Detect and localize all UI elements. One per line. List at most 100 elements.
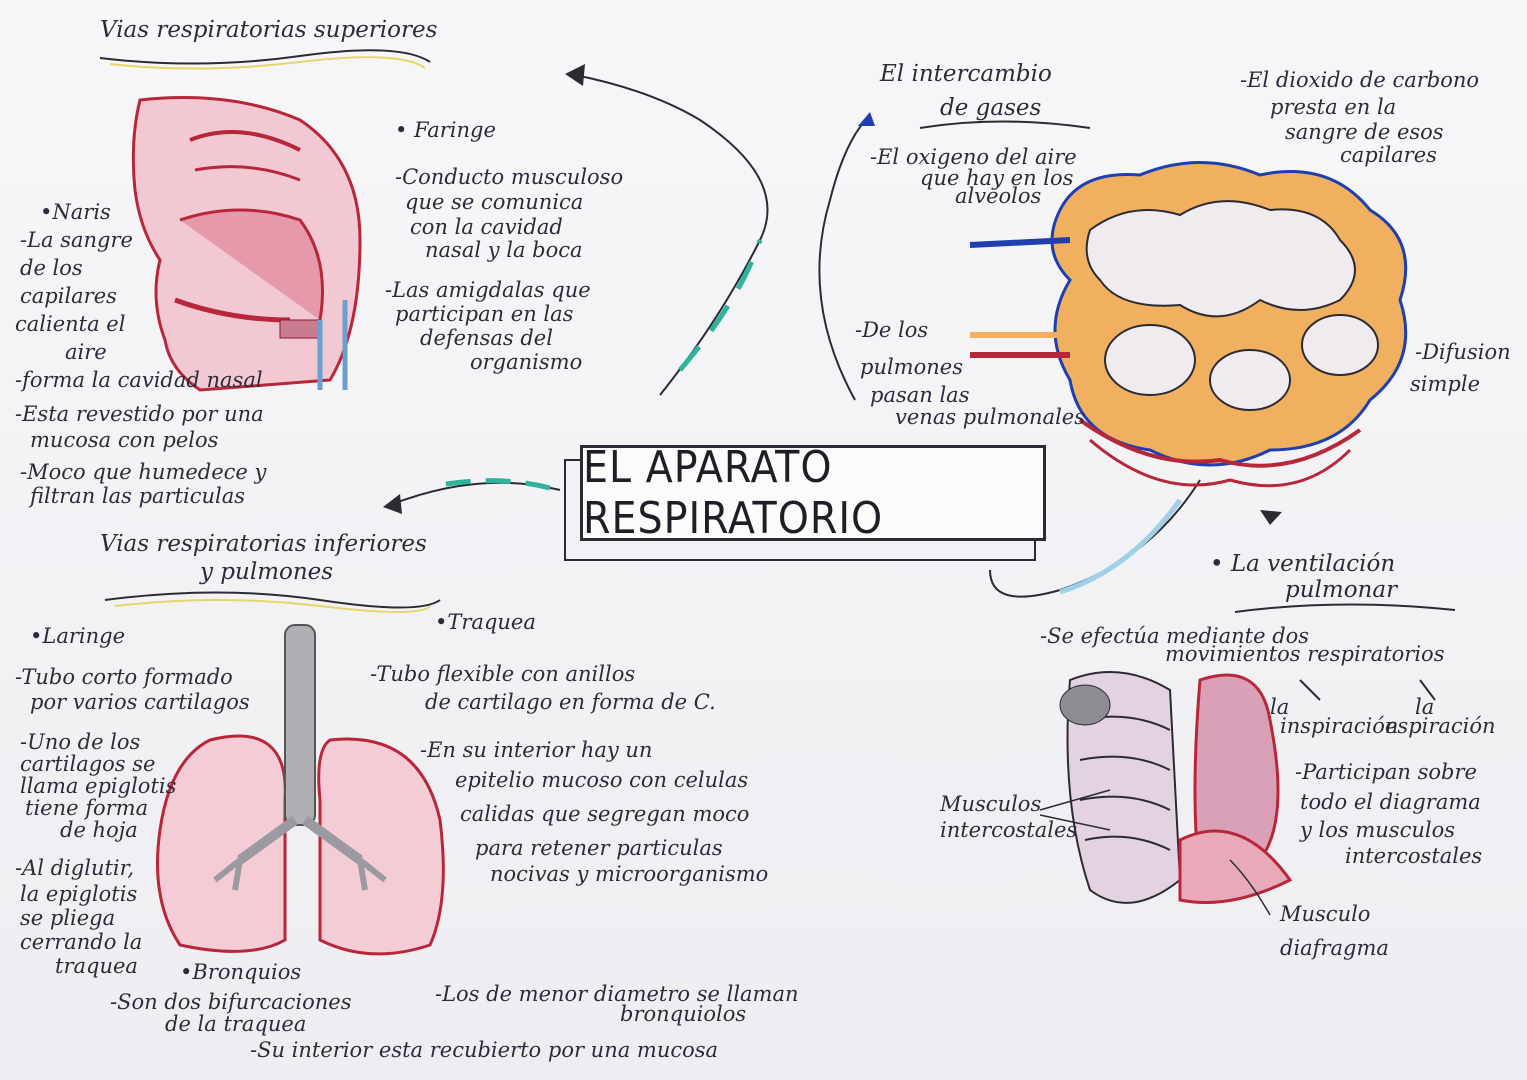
naris-line: aire	[65, 340, 107, 364]
laringe-line: tiene forma	[25, 796, 149, 820]
oxigeno-line: que hay en los	[920, 166, 1074, 190]
ribcage-illustration	[1039, 671, 1436, 916]
pulmones-line: venas pulmonales	[895, 405, 1085, 429]
difusion-line: -Difusion	[1415, 340, 1511, 364]
bronquios-line: de la traquea	[165, 1012, 307, 1036]
pulmones-line: pulmones	[860, 355, 963, 379]
naris-line: -La sangre	[20, 228, 133, 252]
arrow-to-superiores-teal	[678, 239, 763, 372]
arrowhead-intercambio	[858, 112, 875, 126]
musculo-diafragma-label: Musculo	[1280, 902, 1371, 926]
heading-ventilacion: pulmonar	[1285, 577, 1398, 603]
heading-intercambio: de gases	[940, 95, 1042, 121]
naris-line: capilares	[20, 284, 117, 308]
laringe-line: de hoja	[60, 818, 138, 842]
lungs-illustration	[156, 624, 445, 956]
naris-line: -Moco que humedece y	[20, 460, 267, 484]
bronquios-line: -Los de menor diametro se llaman	[435, 982, 799, 1006]
arrow-to-inferiores-teal	[439, 478, 551, 491]
arrowhead-inferiores	[383, 494, 402, 514]
dioxido-line: capilares	[1340, 143, 1437, 167]
bronquios-line: bronquiolos	[620, 1002, 747, 1026]
heading-ventilacion: • La ventilación	[1210, 551, 1396, 577]
espiracion-line: espiración	[1385, 714, 1496, 738]
arrow-to-intercambio	[818, 114, 871, 401]
laringe-line: llama epiglotis	[20, 774, 177, 798]
laringe-title: •Laringe	[30, 624, 126, 648]
faringe-line: que se comunica	[405, 190, 584, 214]
participan-line: todo el diagrama	[1300, 790, 1481, 814]
arrowhead-alveolo-down	[1260, 510, 1282, 525]
participan-line: -Participan sobre	[1295, 760, 1477, 784]
inspiracion-line: la	[1270, 695, 1290, 719]
laringe-line: cerrando la	[20, 930, 143, 954]
inspiracion-line: inspiración	[1280, 714, 1399, 738]
traquea-line: -Tubo flexible con anillos	[370, 662, 636, 686]
arrow-to-superiores	[574, 74, 769, 396]
laringe-line: traquea	[55, 954, 138, 978]
naris-line: -Esta revestido por una	[15, 402, 264, 426]
naris-line: filtran las particulas	[30, 484, 246, 508]
naris-line: calienta el	[15, 312, 126, 336]
oxigeno-line: alveolos	[955, 184, 1042, 208]
dioxido-line: presta en la	[1270, 95, 1397, 119]
bronquios-line: -Su interior esta recubierto por una muc…	[250, 1038, 719, 1062]
faringe-line: organismo	[470, 350, 583, 374]
faringe-line: defensas del	[420, 326, 553, 350]
laringe-line: -Uno de los	[20, 730, 141, 754]
naris-title: •Naris	[40, 200, 111, 224]
underline-superiores	[99, 49, 431, 65]
difusion-line: simple	[1410, 372, 1480, 396]
traquea-line: para retener particulas	[475, 836, 723, 860]
espiracion-line: la	[1415, 695, 1435, 719]
laringe-line: -Al diglutir,	[15, 856, 135, 880]
arrowhead-superiores	[565, 64, 585, 86]
laringe-line: la epiglotis	[20, 882, 138, 906]
ventilacion-line: movimientos respiratorios	[1165, 642, 1445, 666]
participan-line: intercostales	[1345, 844, 1483, 868]
naris-line: -forma la cavidad nasal	[15, 368, 263, 392]
underline-inferiores-yellow	[114, 599, 431, 613]
underline-intercambio	[919, 120, 1091, 129]
naris-line: de los	[20, 256, 83, 280]
musculo-diafragma-label: diafragma	[1280, 936, 1389, 960]
bronquios-line: -Son dos bifurcaciones	[110, 990, 352, 1014]
alveoli-illustration	[969, 161, 1408, 488]
naris-line: mucosa con pelos	[30, 428, 219, 452]
heading-inferiores: Vias respiratorias inferiores	[100, 531, 427, 557]
arrow-to-ventilacion-blue	[1059, 498, 1183, 595]
participan-line: y los musculos	[1300, 818, 1455, 842]
faringe-line: -Conducto musculoso	[395, 165, 624, 189]
faringe-line: con la cavidad	[410, 215, 563, 239]
faringe-title: • Faringe	[395, 118, 496, 142]
laringe-line: se pliega	[20, 906, 116, 930]
traquea-line: epitelio mucoso con celulas	[455, 768, 749, 792]
ventilacion-line: -Se efectúa mediante dos	[1040, 624, 1310, 648]
faringe-line: nasal y la boca	[425, 238, 583, 262]
underline-ventilacion	[1234, 603, 1456, 613]
heading-inferiores: y pulmones	[200, 559, 334, 585]
laringe-line: por varios cartilagos	[30, 690, 250, 714]
pulmones-line: -De los	[855, 318, 929, 342]
head-illustration	[131, 96, 362, 392]
main-title: EL APARATO RESPIRATORIO	[580, 442, 1046, 544]
traquea-title: •Traquea	[435, 610, 536, 634]
musculos-intercostales-label: Musculos	[940, 792, 1042, 816]
heading-superiores: Vias respiratorias superiores	[100, 17, 438, 43]
faringe-line: -Las amigdalas que	[385, 278, 591, 302]
traquea-line: calidas que segregan moco	[460, 802, 750, 826]
dioxido-line: sangre de esos	[1285, 120, 1444, 144]
musculos-intercostales-label: intercostales	[940, 818, 1078, 842]
underline-superiores-yellow	[109, 56, 426, 70]
traquea-line: nocivas y microorganismo	[490, 862, 769, 886]
faringe-line: participan en las	[395, 302, 574, 326]
bronquios-title: •Bronquios	[180, 960, 302, 984]
heading-intercambio: El intercambio	[880, 61, 1052, 87]
traquea-line: -En su interior hay un	[420, 738, 653, 762]
pulmones-line: pasan las	[870, 383, 970, 407]
laringe-line: -Tubo corto formado	[15, 665, 233, 689]
laringe-line: cartilagos se	[20, 752, 156, 776]
underline-inferiores	[104, 591, 441, 609]
